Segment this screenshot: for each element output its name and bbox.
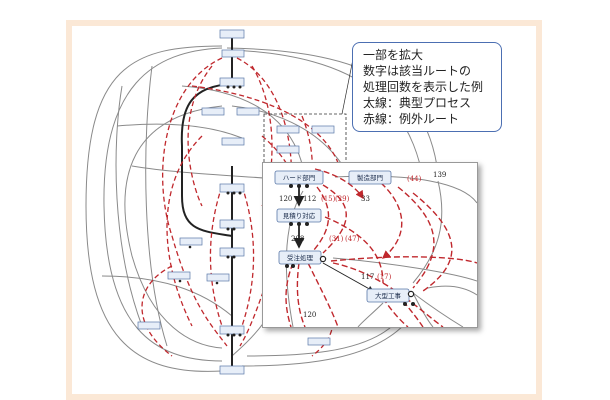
count-label: 120: [279, 195, 292, 203]
exception-count-label: (31): [329, 235, 344, 243]
zoomed-inset: ハード部門 製造部門 見積り対応 受注処理 大型工事 120 112 33 13…: [262, 162, 478, 328]
callout-line-5: 赤線：例外ルート: [363, 112, 460, 126]
zoom-nodes: [274, 170, 410, 303]
exception-count-label: (17): [377, 273, 392, 281]
callout-line-3: 処理回数を表示した例: [363, 80, 484, 94]
exception-count-label: (47): [345, 235, 360, 243]
exception-count-label: (44): [407, 175, 422, 183]
count-label: 120: [303, 311, 316, 319]
count-label: 139: [433, 171, 446, 179]
callout-line-1: 一部を拡大: [363, 48, 424, 62]
node-label-review: 見積り対応: [283, 211, 316, 220]
zoom-source-box: [263, 113, 347, 167]
zoomed-diagram: ハード部門 製造部門 見積り対応 受注処理 大型工事 120 112 33 13…: [274, 168, 478, 328]
node-label-hard: ハード部門: [283, 173, 316, 182]
process-nodes: [137, 29, 335, 375]
count-label: 117: [361, 273, 374, 281]
explanation-callout: 一部を拡大 数字は該当ルートの 処理回数を表示した例 太線：典型プロセス 赤線：…: [352, 42, 502, 132]
exception-count-label: (29): [335, 195, 350, 203]
route-dots: [178, 85, 242, 337]
callout-line-4: 太線：典型プロセス: [363, 96, 472, 110]
zoom-exception-routes: [285, 168, 478, 328]
count-label: 112: [303, 195, 316, 203]
count-label: 33: [361, 195, 370, 203]
node-label-contract: 製造部門: [357, 173, 383, 182]
zoom-node-ports: [285, 184, 415, 306]
count-label: 208: [291, 235, 304, 243]
node-label-center: 受注処理: [287, 253, 314, 262]
exception-count-label: (15): [321, 195, 336, 203]
callout-line-2: 数字は該当ルートの: [363, 64, 472, 78]
node-label-big: 大型工事: [375, 291, 402, 300]
